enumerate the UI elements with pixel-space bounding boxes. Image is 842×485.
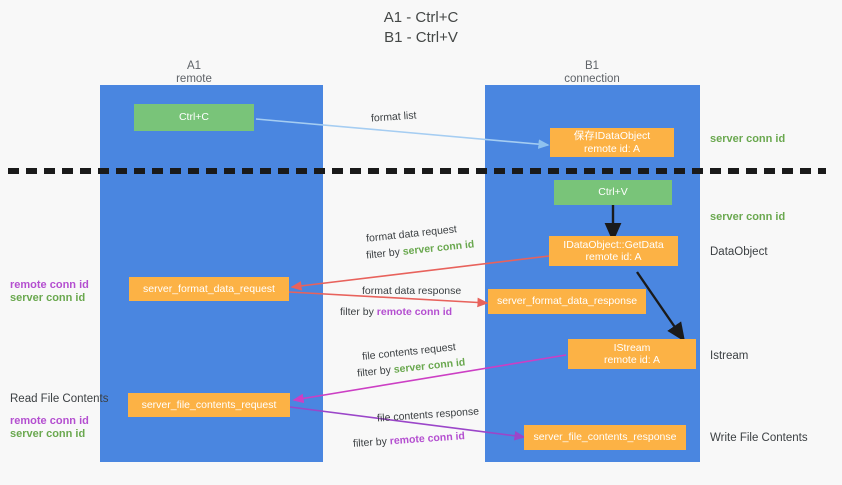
box-save-idataobject-line2: remote id: A [583, 142, 641, 155]
box-save-idataobject-line1: 保存IDataObject [573, 130, 651, 142]
side-label-dataobject: DataObject [710, 246, 768, 258]
box-server-format-data-response-line1: server_format_data_response [496, 295, 638, 308]
side-label-server-conn-id-1: server conn id [10, 292, 86, 304]
phase-divider [8, 168, 826, 174]
column-b1-sub: connection [564, 73, 620, 85]
box-server-file-contents-request[interactable]: server_file_contents_request [128, 393, 290, 417]
column-header-a1: A1 remote [114, 60, 274, 86]
filter-prefix: filter by [340, 306, 377, 318]
box-server-file-contents-response-line1: server_file_contents_response [533, 431, 677, 444]
box-ctrl-c-line1: Ctrl+C [178, 111, 210, 124]
box-save-idataobject[interactable]: 保存IDataObject remote id: A [550, 128, 674, 157]
label-file-contents-response-filter: filter by remote conn id [353, 430, 466, 451]
box-idataobject-getdata[interactable]: IDataObject::GetData remote id: A [549, 236, 678, 266]
filter-prefix: filter by [352, 435, 391, 450]
title-line-2: B1 - Ctrl+V [384, 29, 458, 46]
box-server-file-contents-response[interactable]: server_file_contents_response [524, 425, 686, 450]
label-format-data-response: format data response [362, 285, 462, 297]
label-format-data-response-filter: filter by remote conn id [340, 306, 452, 319]
label-format-list: format list [370, 109, 417, 125]
filter-prefix: filter by [356, 363, 395, 380]
side-label-server-conn-id-mid: server conn id [710, 211, 786, 223]
side-label-remote-conn-id-2: remote conn id [10, 415, 89, 427]
side-label-istream: Istream [710, 350, 749, 362]
box-ctrl-v[interactable]: Ctrl+V [554, 180, 672, 205]
column-a1-name: A1 [186, 60, 202, 72]
label-file-contents-response: file contents response [376, 405, 480, 425]
title-line-1: A1 - Ctrl+C [383, 9, 459, 26]
filter-prefix: filter by [365, 245, 404, 262]
box-server-format-data-request-line1: server_format_data_request [143, 282, 275, 295]
side-label-remote-conn-id-1: remote conn id [10, 279, 89, 291]
box-istream-line2: remote id: A [603, 354, 661, 366]
box-server-format-data-response[interactable]: server_format_data_response [488, 289, 646, 314]
side-label-server-conn-id-top: server conn id [710, 133, 786, 145]
filter-value-server-conn-id: server conn id [402, 238, 475, 258]
column-header-b1: B1 connection [512, 60, 672, 86]
side-label-server-conn-id-2: server conn id [10, 428, 86, 440]
box-idataobject-getdata-line2: remote id: A [585, 251, 642, 263]
box-server-file-contents-request-line1: server_file_contents_request [141, 398, 277, 411]
box-ctrl-v-line1: Ctrl+V [598, 186, 628, 199]
box-istream[interactable]: IStream remote id: A [568, 339, 696, 369]
box-ctrl-c[interactable]: Ctrl+C [134, 104, 254, 131]
side-label-write-file-contents: Write File Contents [710, 432, 808, 444]
box-istream-line1: IStream [613, 341, 651, 354]
column-b1-name: B1 [584, 60, 600, 72]
box-server-format-data-request[interactable]: server_format_data_request [129, 277, 289, 301]
page-title: A1 - Ctrl+C B1 - Ctrl+V [0, 8, 842, 48]
box-idataobject-getdata-line1: IDataObject::GetData [563, 238, 664, 251]
column-a1-sub: remote [176, 73, 212, 85]
filter-value-remote-conn-id: remote conn id [376, 306, 453, 318]
side-label-read-file-contents: Read File Contents [10, 393, 109, 405]
filter-value-remote-conn-id: remote conn id [389, 430, 466, 448]
